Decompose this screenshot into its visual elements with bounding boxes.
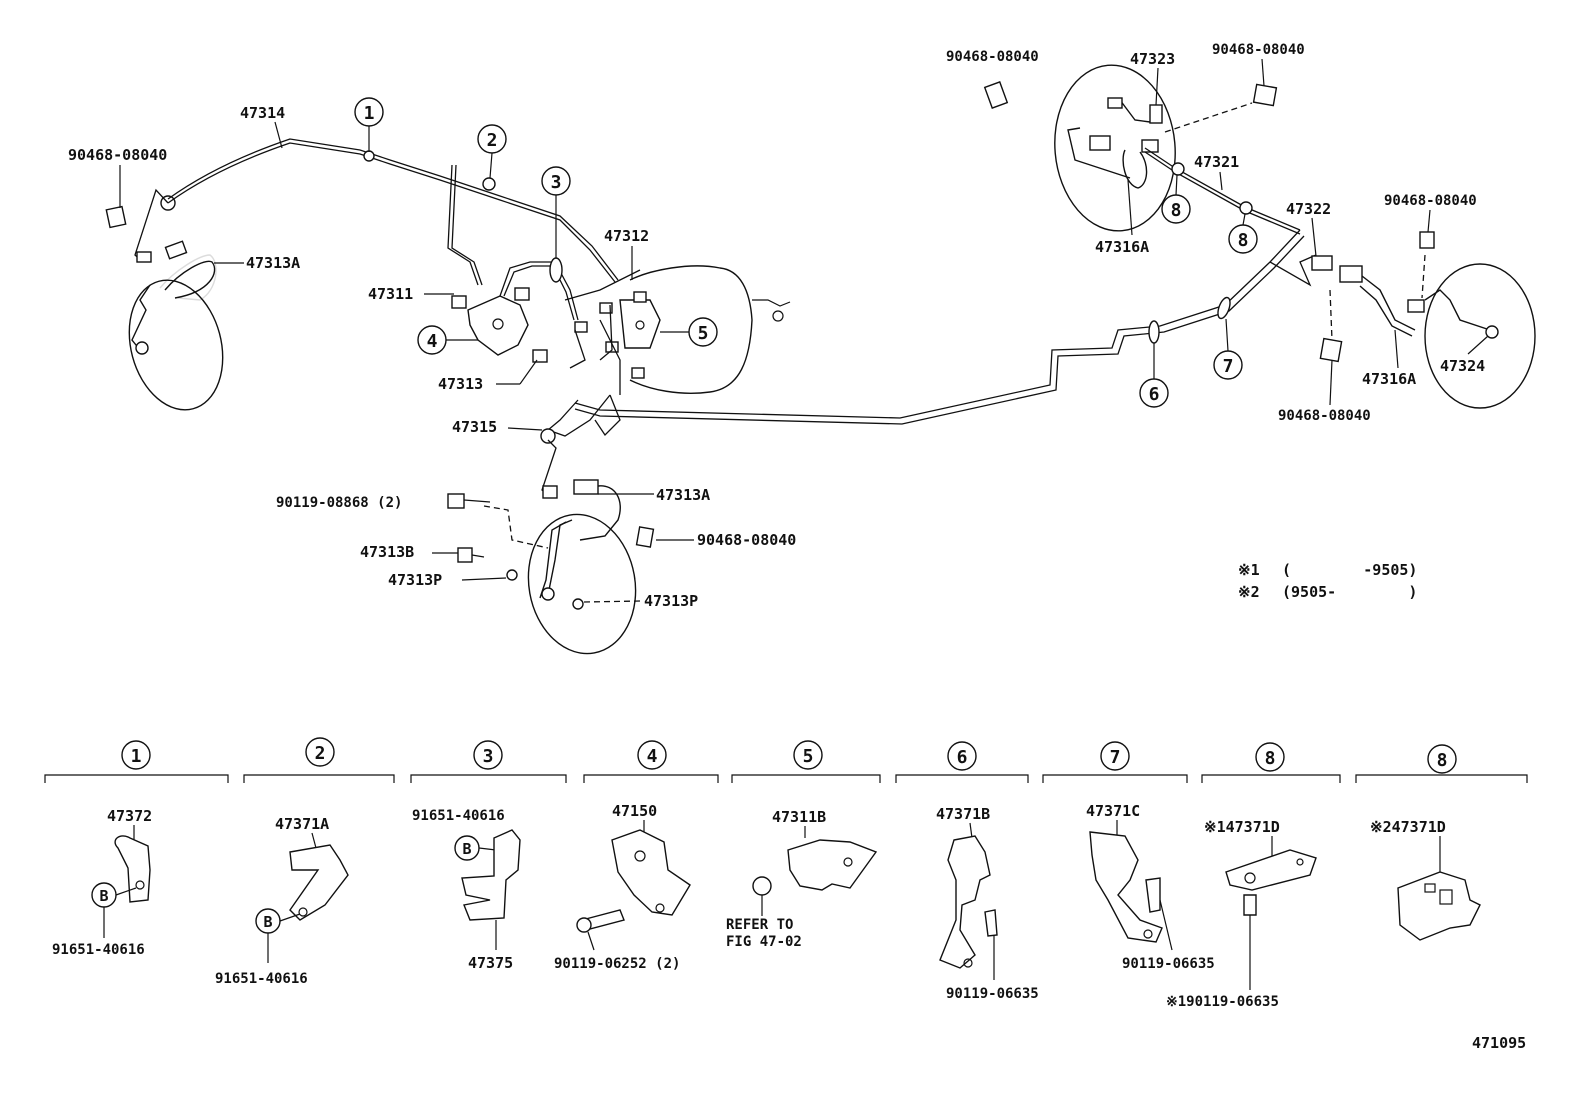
label-47321: 47321 <box>1194 153 1239 171</box>
detail-7-part: 47371C <box>1086 802 1140 820</box>
callout-circles: 1 2 3 4 5 6 7 8 8 <box>354 97 1258 408</box>
label-90468-08040-b: 90468-08040 <box>697 531 796 549</box>
detail-8a: 8 ※147371D ※190119-06635 <box>1166 742 1317 1010</box>
detail-1-part: 47372 <box>107 807 152 825</box>
detail-1-bolt: 91651-40616 <box>52 942 145 958</box>
label-47313A-a: 47313A <box>246 254 300 272</box>
detail-1-b: B <box>99 887 108 905</box>
detail-6-mark: 6 <box>957 747 968 768</box>
note-1-mark: ※1 <box>1238 561 1260 579</box>
callout-8b: 8 <box>1238 230 1249 251</box>
brake-tube-47314 <box>167 142 616 283</box>
label-47312: 47312 <box>604 227 649 245</box>
detail-5-part: 47311B <box>772 808 826 826</box>
brake-tube-rear <box>574 229 1301 419</box>
detail-1: 1 47372 B 91651-40616 <box>52 740 152 958</box>
callout-7: 7 <box>1223 356 1234 377</box>
label-90468-08040-d: 90468-08040 <box>1212 42 1305 58</box>
detail-7: 7 47371C 90119-06635 <box>1086 741 1215 972</box>
detail-8b-part: ※247371D <box>1370 818 1446 836</box>
clip-icon <box>1319 337 1343 363</box>
detail-2-mark: 2 <box>315 743 326 764</box>
label-47313B: 47313B <box>360 543 414 561</box>
diagram-number: 471095 <box>1472 1034 1526 1052</box>
clip-icon <box>983 81 1009 109</box>
clip-icon <box>1149 104 1163 124</box>
clip-icon <box>105 205 127 229</box>
detail-8a-bolt: ※190119-06635 <box>1166 994 1279 1010</box>
clip-icon <box>1419 231 1435 249</box>
clip-icon <box>1252 83 1278 107</box>
detail-2: 2 47371A B 91651-40616 <box>215 737 349 987</box>
note-2-mark: ※2 <box>1238 583 1260 601</box>
right-front-brake <box>447 428 655 655</box>
detail-3-b: B <box>462 840 471 858</box>
callout-1: 1 <box>364 103 375 124</box>
label-90468-08040-a: 90468-08040 <box>68 146 167 164</box>
callout-8a: 8 <box>1171 200 1182 221</box>
detail-8b-mark: 8 <box>1437 750 1448 771</box>
detail-4-mark: 4 <box>647 746 658 767</box>
label-47313P-b: 47313P <box>644 592 698 610</box>
detail-4-bolt: 90119-06252 (2) <box>554 956 680 972</box>
detail-3-bolt: 91651-40616 <box>412 808 505 824</box>
detail-3-part: 47375 <box>468 954 513 972</box>
detail-6-bolt: 90119-06635 <box>946 986 1039 1002</box>
callout-5: 5 <box>698 323 709 344</box>
detail-1-mark: 1 <box>131 746 142 767</box>
left-front-brake <box>105 188 224 411</box>
detail-6-part: 47371B <box>936 805 990 823</box>
detail-5: 5 47311B REFER TO FIG 47-02 <box>726 740 878 950</box>
detail-2-part: 47371A <box>275 815 329 833</box>
detail-6: 6 47371B 90119-06635 <box>936 741 1039 1002</box>
callout-4: 4 <box>427 331 438 352</box>
detail-4-part: 47150 <box>612 802 657 820</box>
label-90468-08040-c: 90468-08040 <box>946 49 1039 65</box>
label-90468-08040-f: 90468-08040 <box>1278 408 1371 424</box>
brake-booster <box>564 265 791 395</box>
clip-icon <box>635 526 655 548</box>
detail-2-bolt: 91651-40616 <box>215 971 308 987</box>
detail-7-bolt: 90119-06635 <box>1122 956 1215 972</box>
detail-5-ref2: FIG 47-02 <box>726 934 802 950</box>
part-labels: 47314 90468-08040 47313A 47311 47313 473… <box>68 42 1489 610</box>
detail-5-ref1: REFER TO <box>726 917 793 933</box>
rear-left-brake <box>983 64 1301 235</box>
label-47313: 47313 <box>438 375 483 393</box>
label-90468-08040-e: 90468-08040 <box>1384 193 1477 209</box>
note-2-text: (9505- ) <box>1282 583 1417 601</box>
label-47323: 47323 <box>1130 50 1175 68</box>
label-47322: 47322 <box>1286 200 1331 218</box>
label-47314: 47314 <box>240 104 285 122</box>
detail-5-mark: 5 <box>803 746 814 767</box>
detail-4: 4 47150 90119-06252 (2) <box>554 740 691 972</box>
detail-8b: 8 ※247371D <box>1370 744 1481 941</box>
label-47316A-a: 47316A <box>1095 238 1149 256</box>
rear-right-brake <box>1269 231 1536 409</box>
callout-3: 3 <box>551 172 562 193</box>
detail-8a-part: ※147371D <box>1204 818 1280 836</box>
label-47315: 47315 <box>452 418 497 436</box>
callout-2: 2 <box>487 130 498 151</box>
label-47316A-b: 47316A <box>1362 370 1416 388</box>
detail-2-b: B <box>263 913 272 931</box>
applicability-notes: ※1 ( -9505) ※2 (9505- ) <box>1238 561 1417 601</box>
proportioning-valve <box>451 257 579 363</box>
note-1-text: ( -9505) <box>1282 561 1417 579</box>
detail-7-mark: 7 <box>1110 747 1121 768</box>
label-47324: 47324 <box>1440 357 1485 375</box>
detail-3: 3 91651-40616 B 47375 <box>412 740 521 972</box>
detail-8a-mark: 8 <box>1265 748 1276 769</box>
label-47311: 47311 <box>368 285 413 303</box>
label-90119-08868: 90119-08868 (2) <box>276 495 402 511</box>
detail-brackets <box>44 774 1528 783</box>
callout-6: 6 <box>1149 384 1160 405</box>
detail-3-mark: 3 <box>483 746 494 767</box>
label-47313P-a: 47313P <box>388 571 442 589</box>
label-47313A-b: 47313A <box>656 486 710 504</box>
